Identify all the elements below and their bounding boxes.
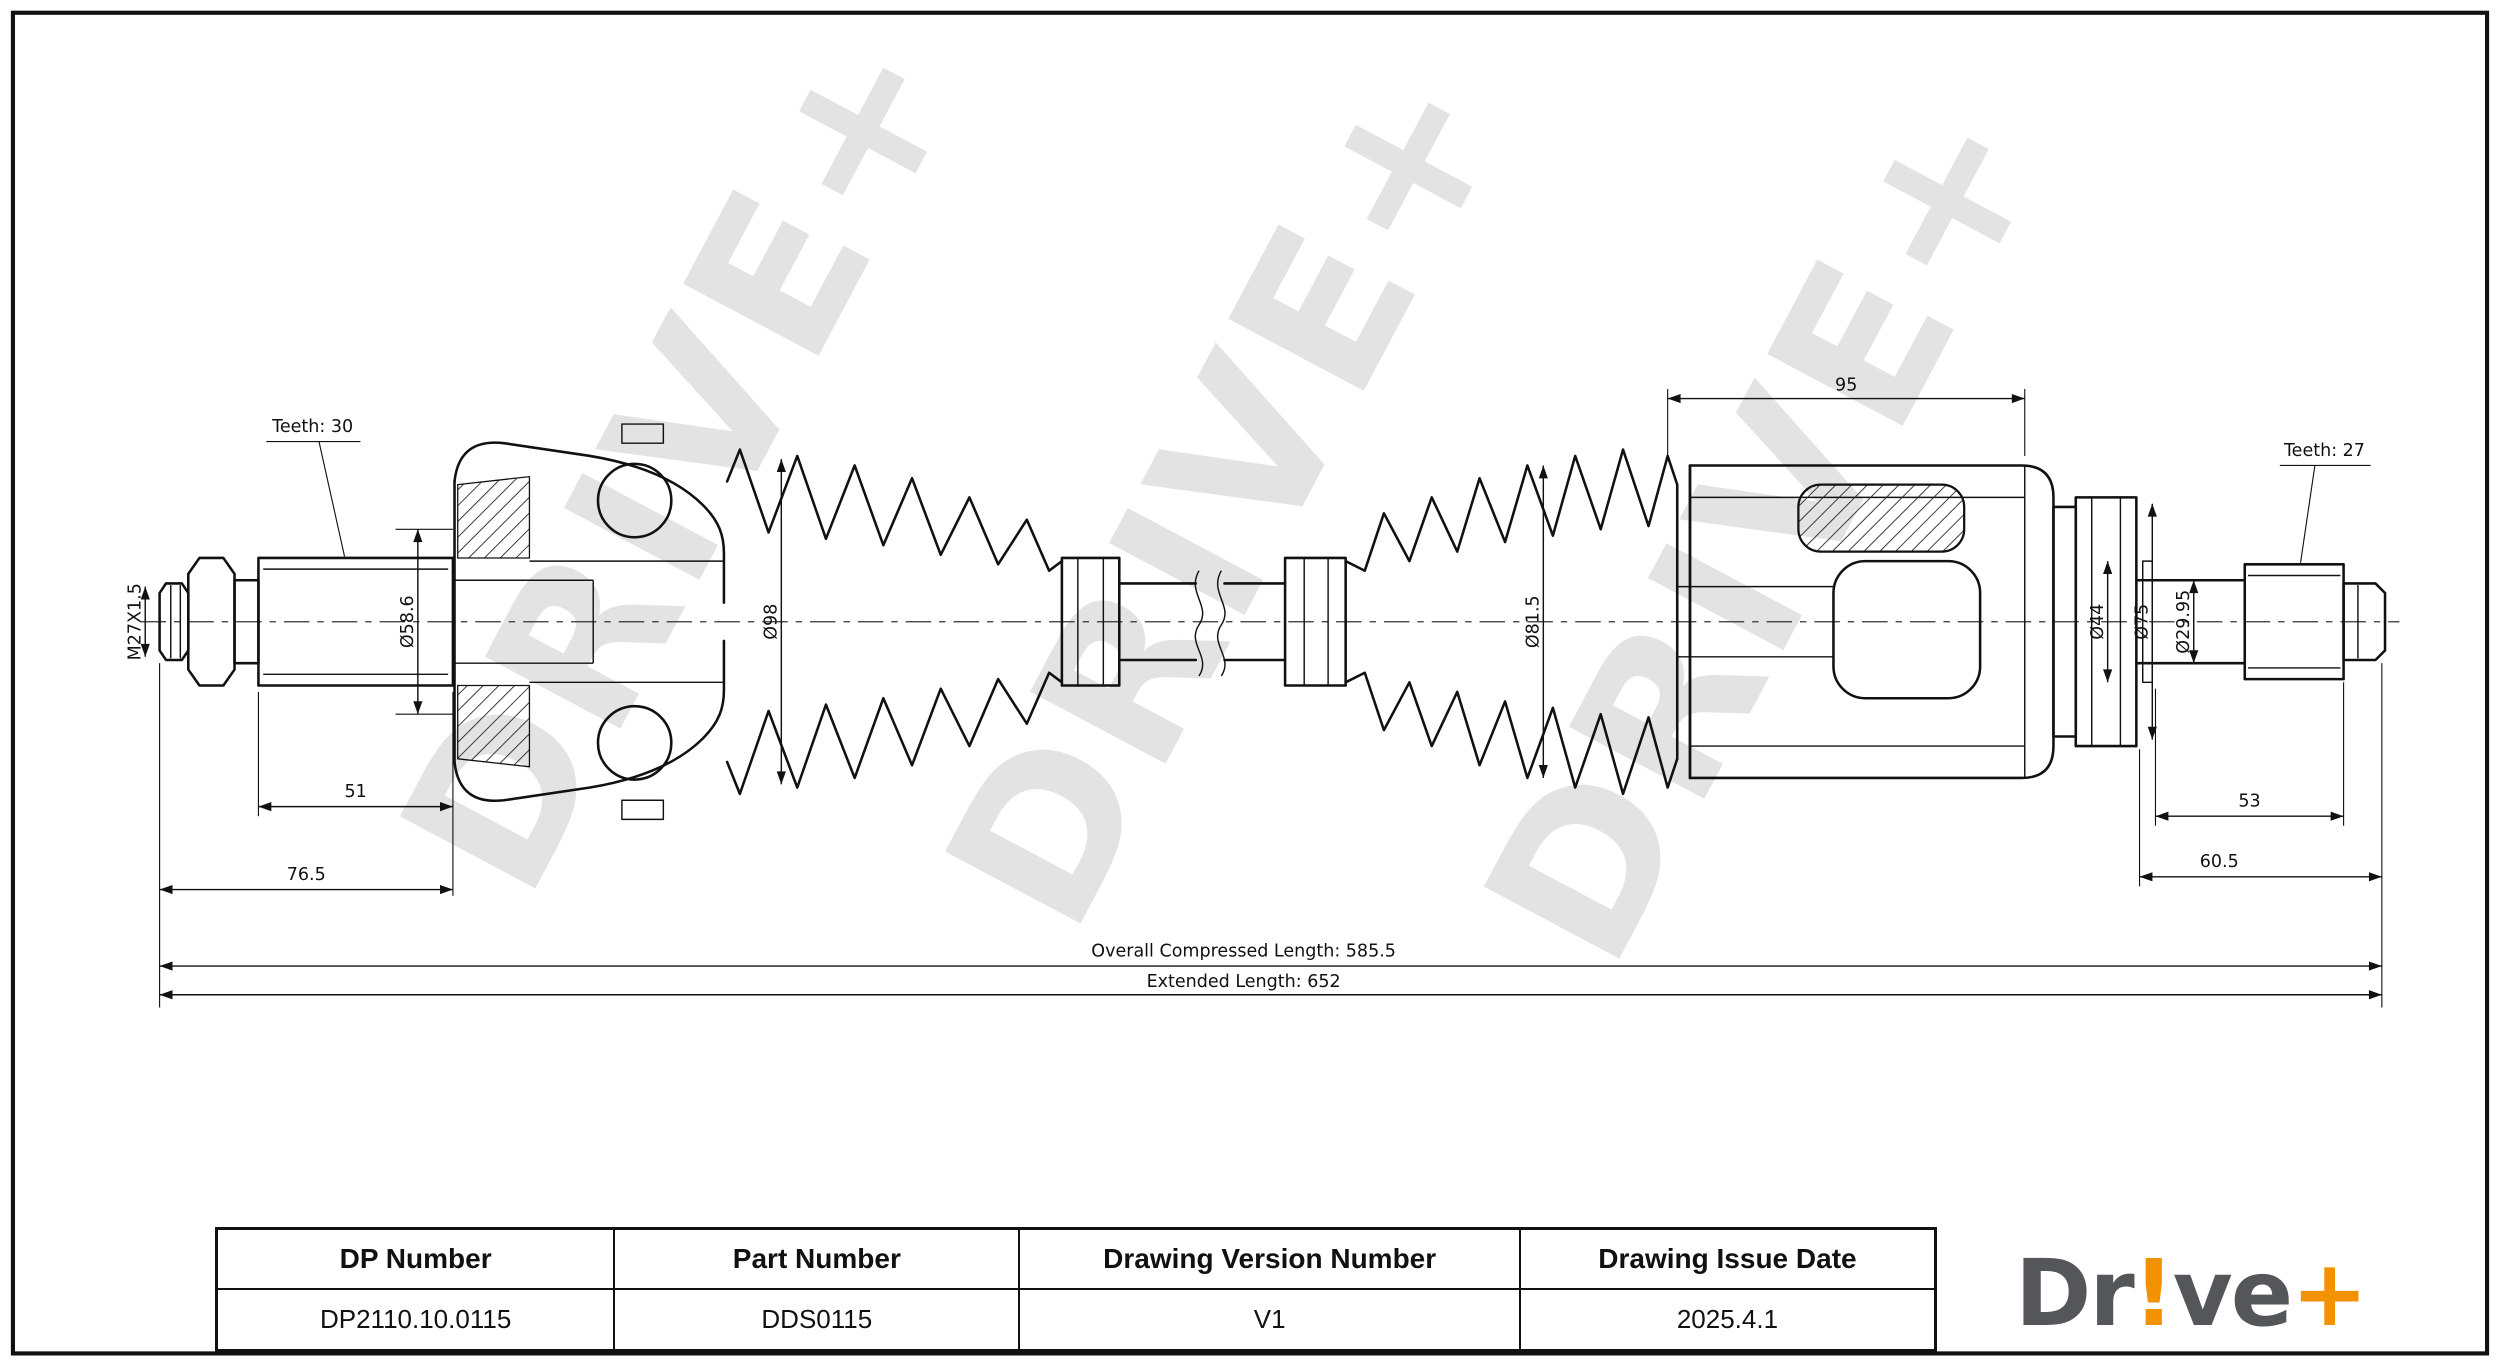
watermark-text: DRIVE+: [1438, 58, 2094, 1000]
right-threaded-tip: [2342, 582, 2387, 662]
dim-label-dia-44: Ø44: [2088, 604, 2108, 640]
left-collar: [187, 556, 236, 687]
value-issue-date: 2025.4.1: [1676, 1303, 1779, 1334]
tripod-roller: [1832, 559, 1982, 700]
dim-label-dia-81-5: Ø81.5: [1524, 595, 1544, 648]
dim-label-53: 53: [2238, 792, 2260, 812]
header-dp-number: DP Number: [218, 1230, 616, 1290]
inner-joint-housing: [1675, 464, 2055, 780]
dim-label-thread-left: M27X1.5: [125, 583, 145, 660]
right-boot-clamp: [1283, 556, 1347, 687]
drive-shaft-geometry: [158, 423, 2387, 821]
dim-label-51: 51: [345, 782, 367, 802]
header-issue-date: Drawing Issue Date: [1520, 1230, 1934, 1290]
dim-label-dia-58-6: Ø58.6: [398, 595, 418, 648]
dim-label-teeth-right: Teeth: 27: [2283, 441, 2365, 461]
tripod-roller-section: [1797, 483, 1966, 553]
title-block-value-row: DP2110.10.0115 DDS0115 V1 2025.4.1: [218, 1289, 1934, 1349]
left-boot-clamp: [1060, 556, 1121, 687]
dim-label-95: 95: [1835, 376, 1857, 396]
left-boot: [725, 448, 1121, 796]
title-block: DP Number Part Number Drawing Version Nu…: [215, 1227, 1937, 1352]
outer-cv-joint-housing: [453, 423, 726, 821]
watermark-text: DRIVE+: [899, 22, 1555, 964]
bearing-ball-top: [596, 462, 673, 539]
dim-label-dia-98: Ø98: [762, 604, 782, 640]
logo-text-dr: Dr: [2015, 1240, 2135, 1347]
title-block-header-row: DP Number Part Number Drawing Version Nu…: [218, 1230, 1934, 1290]
bearing-ball-bottom: [596, 704, 673, 781]
dim-label-dia-29-95: Ø29.95: [2174, 590, 2194, 654]
logo-exclamation: !: [2132, 1240, 2175, 1347]
logo-text-ve: ve: [2172, 1240, 2293, 1347]
logo-plus: +: [2291, 1240, 2368, 1347]
dim-label-overall-compressed: Overall Compressed Length: 585.5: [1091, 941, 1396, 961]
dim-label-teeth-left: Teeth: 30: [271, 417, 353, 437]
dim-label-76-5: 76.5: [287, 865, 326, 885]
value-drawing-version: V1: [1020, 1289, 1521, 1349]
dimensions: M27X1.5 Teeth: 30 Ø58.6 Ø98 Ø81.5 95 Tee…: [125, 376, 2383, 1008]
dim-label-extended: Extended Length: 652: [1147, 972, 1341, 992]
outer-frame: [10, 10, 2490, 1356]
value-part-number: DDS0115: [615, 1289, 1021, 1349]
header-part-number: Part Number: [615, 1230, 1021, 1290]
break-line: [1194, 570, 1204, 677]
right-boot: [1344, 448, 1679, 796]
dim-label-60-5: 60.5: [2200, 852, 2239, 872]
header-drawing-version: Drawing Version Number: [1020, 1230, 1521, 1290]
dim-label-dia-75: Ø75: [2133, 604, 2153, 640]
center-shaft: [1118, 570, 1287, 677]
drive-plus-logo: Dr!ve+: [2015, 1248, 2368, 1340]
value-dp-number: DP2110.10.0115: [218, 1289, 616, 1349]
